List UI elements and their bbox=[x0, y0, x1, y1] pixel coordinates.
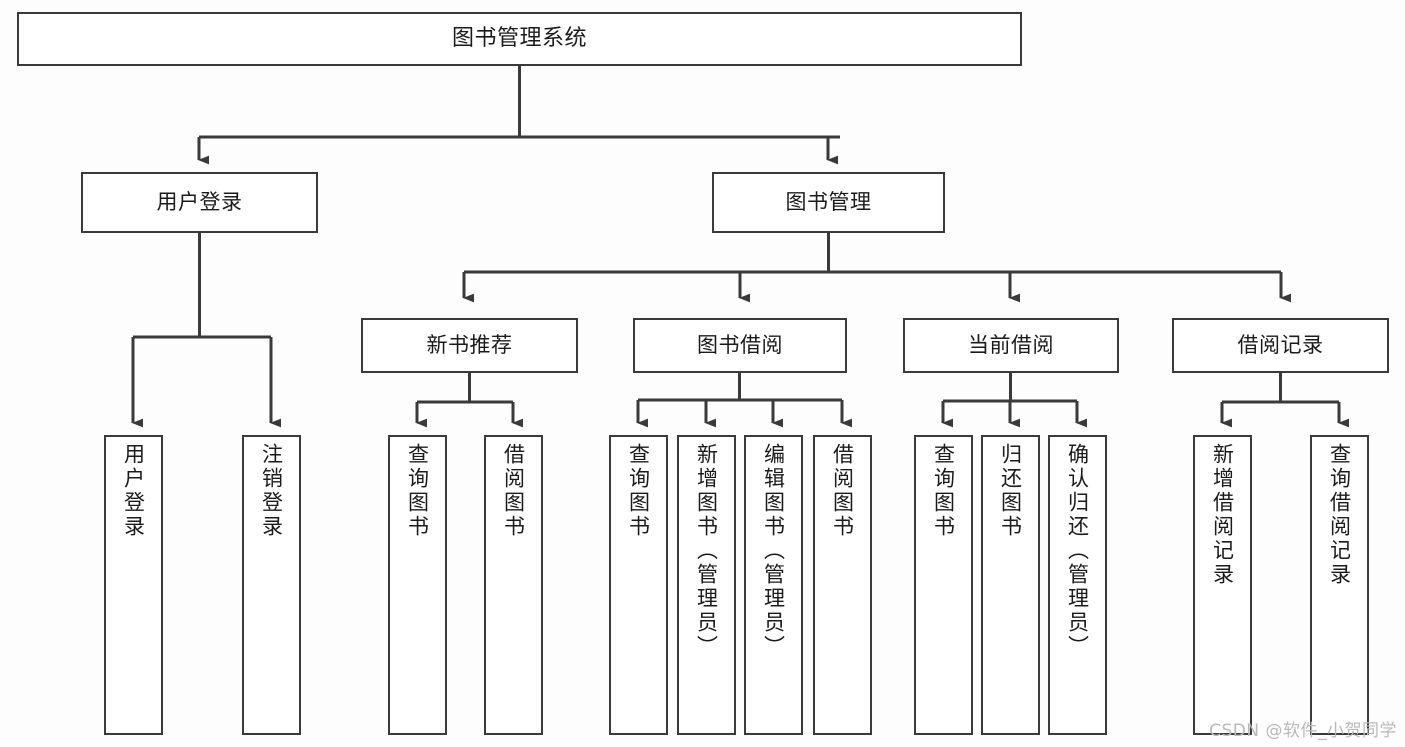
node-borrow-record[interactable]: 借阅记录 bbox=[1172, 318, 1389, 373]
watermark-text: CSDN @软件_小贺同学 bbox=[1209, 721, 1397, 741]
node-current-borrow[interactable]: 当前借阅 bbox=[903, 318, 1119, 373]
node-label: 查询图书 bbox=[405, 443, 430, 539]
leaf-borrow-query-book[interactable]: 查询图书 bbox=[609, 435, 668, 735]
leaf-borrow-edit-book-admin[interactable]: 编辑图书（管理员） bbox=[744, 435, 803, 735]
node-label: 新书推荐 bbox=[426, 332, 513, 357]
leaf-current-return-book[interactable]: 归还图书 bbox=[981, 435, 1040, 735]
leaf-current-query-book[interactable]: 查询图书 bbox=[914, 435, 973, 735]
node-new-book-recommend[interactable]: 新书推荐 bbox=[361, 318, 578, 373]
leaf-recommend-borrow-book[interactable]: 借阅图书 bbox=[484, 435, 543, 735]
leaf-user-logout[interactable]: 注销登录 bbox=[242, 435, 301, 735]
leaf-current-confirm-return-admin[interactable]: 确认归还（管理员） bbox=[1048, 435, 1107, 735]
node-root-system[interactable]: 图书管理系统 bbox=[17, 12, 1022, 66]
leaf-user-login[interactable]: 用户登录 bbox=[104, 435, 163, 735]
node-label: 图书管理 bbox=[785, 189, 872, 214]
leaf-recommend-query-book[interactable]: 查询图书 bbox=[388, 435, 447, 735]
node-user-login[interactable]: 用户登录 bbox=[81, 172, 318, 233]
node-label: 查询图书 bbox=[626, 443, 651, 539]
leaf-borrow-borrow-book[interactable]: 借阅图书 bbox=[813, 435, 872, 735]
node-book-management[interactable]: 图书管理 bbox=[712, 172, 945, 233]
node-label: 借阅记录 bbox=[1237, 332, 1324, 357]
node-label: 用户登录 bbox=[121, 443, 146, 539]
node-label: 用户登录 bbox=[156, 189, 243, 214]
leaf-record-query-record[interactable]: 查询借阅记录 bbox=[1310, 435, 1369, 735]
node-label: 借阅图书 bbox=[501, 443, 526, 539]
node-label: 当前借阅 bbox=[968, 332, 1054, 357]
node-label: 查询借阅记录 bbox=[1327, 443, 1352, 587]
node-label: 新增借阅记录 bbox=[1210, 443, 1235, 587]
node-label: 新增图书（管理员） bbox=[694, 443, 719, 659]
node-label: 图书借阅 bbox=[697, 332, 783, 357]
node-label: 图书管理系统 bbox=[451, 25, 587, 51]
node-label: 归还图书 bbox=[998, 443, 1023, 539]
leaf-record-add-record[interactable]: 新增借阅记录 bbox=[1193, 435, 1252, 735]
node-label: 注销登录 bbox=[259, 443, 284, 539]
node-label: 查询图书 bbox=[931, 443, 956, 539]
node-label: 确认归还（管理员） bbox=[1065, 443, 1090, 659]
node-book-borrow[interactable]: 图书借阅 bbox=[633, 318, 847, 373]
node-label: 借阅图书 bbox=[830, 443, 855, 539]
leaf-borrow-add-book-admin[interactable]: 新增图书（管理员） bbox=[677, 435, 736, 735]
node-label: 编辑图书（管理员） bbox=[761, 443, 786, 659]
